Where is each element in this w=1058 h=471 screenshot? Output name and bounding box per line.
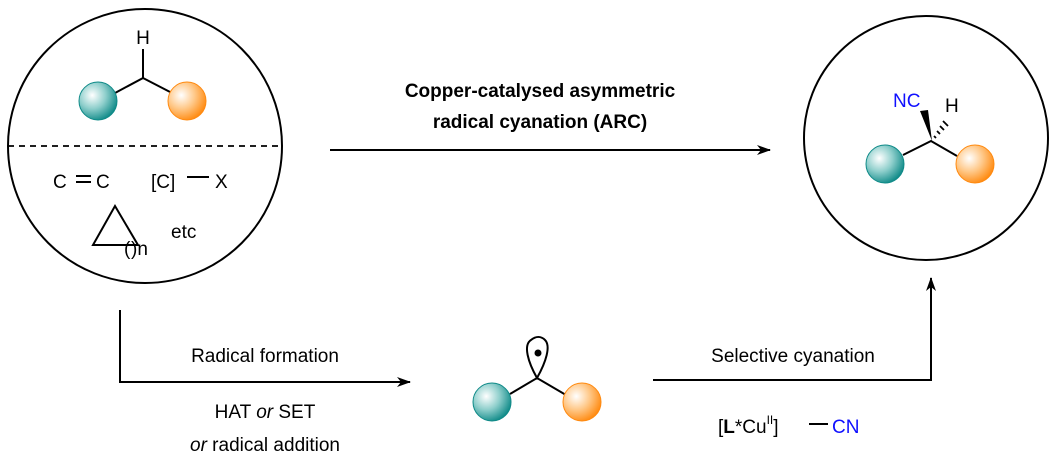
double-bond (76, 175, 91, 183)
p-orbital-lobe (526, 336, 549, 381)
product-h-label: H (945, 96, 959, 117)
cyanide-label: CN (832, 417, 859, 438)
etc-label: etc (171, 222, 196, 243)
step1-condition-line2: or radical addition (190, 435, 340, 456)
radical-dot (534, 349, 542, 357)
ring-paren: ( (124, 239, 131, 260)
arc-title-line2: radical cyanation (ARC) (433, 112, 647, 133)
reagent-formula: [L*CuII] (718, 413, 779, 438)
radical-intermediate (472, 336, 602, 422)
halide-carbon: [C] (151, 172, 175, 193)
halide-x: X (215, 172, 228, 193)
teal-substituent-ball (865, 144, 905, 184)
teal-substituent-ball (78, 81, 118, 121)
nc-label: NC (893, 91, 920, 112)
alkene-c1: C (53, 172, 67, 193)
radical-formation-label: Radical formation (191, 346, 339, 367)
ring-n: )n (131, 239, 148, 260)
substrate-circle: H C C [C] X ( )n etc (7, 8, 283, 284)
product-bonds (902, 139, 958, 157)
orange-substituent-ball (562, 382, 602, 422)
arc-title-line1: Copper-catalysed asymmetric (405, 81, 676, 102)
radical-formation-arrow (119, 310, 411, 387)
alkene-c2: C (96, 172, 110, 193)
radical-bonds (509, 376, 567, 396)
orange-substituent-ball (167, 81, 207, 121)
teal-substituent-ball (472, 382, 512, 422)
step1-condition-line1: HAT or SET (215, 402, 316, 423)
c-h-bonds (114, 49, 173, 94)
h-atom-label: H (136, 28, 150, 49)
copper-cyanide-reagent: [L*CuII] CN (718, 413, 859, 438)
cyclopropane-ring (91, 203, 140, 246)
product-circle: NC H (803, 15, 1049, 261)
wedge-bond (920, 110, 932, 141)
orange-substituent-ball (955, 144, 995, 184)
selective-cyanation-label: Selective cyanation (711, 346, 875, 367)
selective-cyanation-arrow (653, 277, 936, 381)
hashed-bond (933, 120, 949, 139)
